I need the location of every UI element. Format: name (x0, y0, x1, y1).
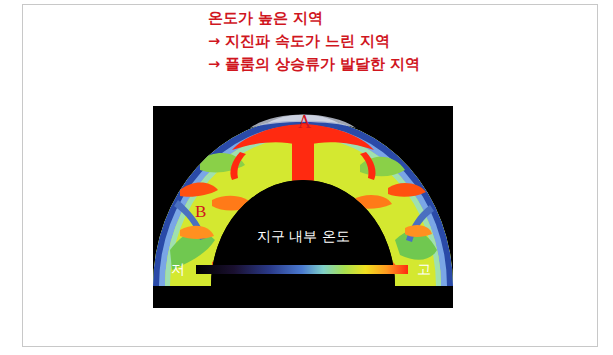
scale-label: 고 (417, 261, 431, 277)
note-text: 온도가 높은 지역 (208, 10, 323, 27)
scale-label: 저 (171, 261, 185, 277)
region-label: 지구 내부 온도 (257, 228, 350, 244)
point-label: A (298, 112, 311, 133)
note-text: → 지진파 속도가 느린 지역 (208, 33, 390, 50)
point-label: B (195, 202, 206, 222)
note-text: → 플룸의 상승류가 발달한 지역 (208, 56, 420, 73)
